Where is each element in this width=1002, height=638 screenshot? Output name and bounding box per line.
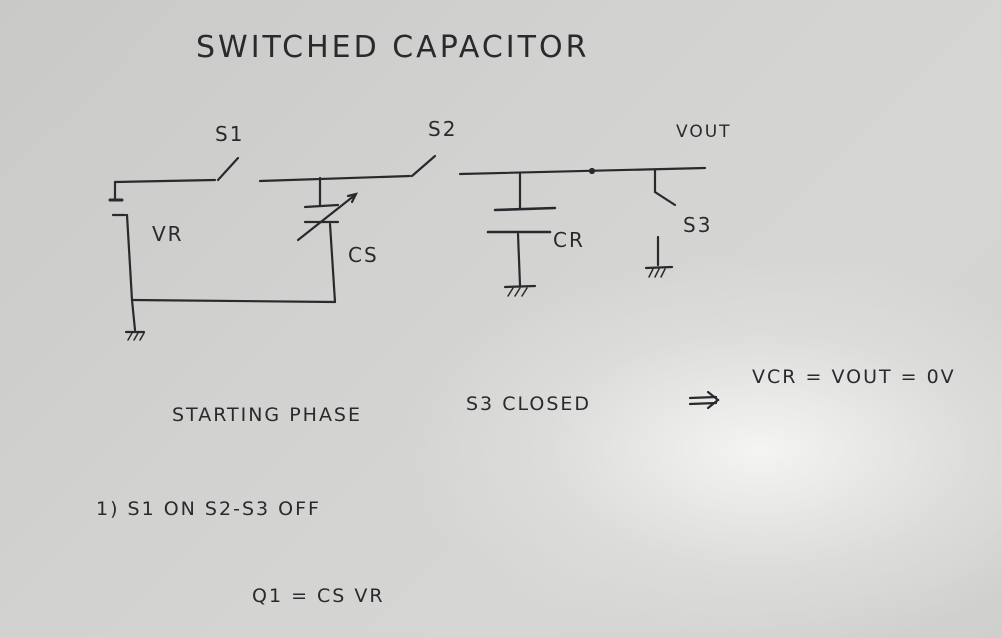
switch-s1 <box>216 156 240 182</box>
label-s1: S1 <box>215 122 245 146</box>
label-s2: S2 <box>428 117 458 141</box>
cr-capacitor <box>486 172 557 297</box>
starting-phase-text: STARTING PHASE <box>172 404 363 426</box>
switch-s2 <box>410 154 437 178</box>
left-loop-wires <box>113 156 412 341</box>
equation-text: VCR = VOUT = 0V <box>752 366 956 388</box>
page-title: SWITCHED CAPACITOR <box>196 30 590 65</box>
cs-variable-capacitor <box>296 176 359 304</box>
label-vout: VOUT <box>676 122 732 142</box>
implies-arrow <box>688 390 720 410</box>
label-cs: CS <box>348 243 379 267</box>
step1-text: 1) S1 ON S2-S3 OFF <box>96 498 321 520</box>
switch-s3 <box>644 168 677 278</box>
label-cr: CR <box>553 228 585 252</box>
charge-equation: Q1 = CS VR <box>252 585 385 607</box>
vr-source <box>108 180 134 302</box>
output-node <box>458 166 707 176</box>
label-vr: VR <box>152 222 184 246</box>
label-s3: S3 <box>683 213 713 237</box>
s3-closed-text: S3 CLOSED <box>466 393 592 415</box>
